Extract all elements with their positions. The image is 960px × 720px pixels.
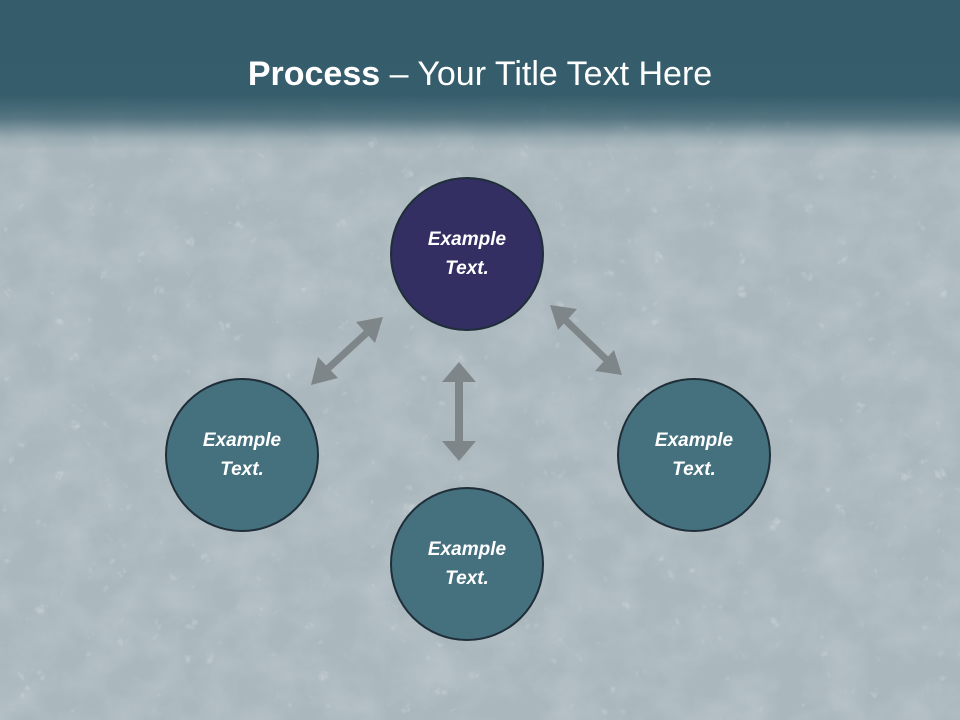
- arrow-top-bottom: [442, 362, 476, 461]
- process-node-bottom: Example Text.: [390, 487, 544, 641]
- node-left-line2: Text.: [220, 459, 264, 480]
- node-bottom-line2: Text.: [445, 568, 489, 589]
- node-right-line2: Text.: [672, 459, 716, 480]
- node-bottom-line1: Example: [427, 539, 507, 560]
- node-left-line1: Example: [202, 430, 282, 451]
- process-node-left: Example Text.: [165, 378, 319, 532]
- process-node-right: Example Text.: [617, 378, 771, 532]
- node-top-line2: Text.: [445, 258, 489, 279]
- arrow-top-right: [550, 305, 622, 375]
- slide-title: Process – Your Title Text Here: [0, 52, 960, 96]
- process-node-top: Example Text.: [390, 177, 544, 331]
- node-right-line1: Example: [654, 430, 734, 451]
- node-top-line1: Example: [427, 229, 507, 250]
- title-rest-part: – Your Title Text Here: [380, 55, 713, 93]
- title-bold-part: Process: [247, 55, 381, 93]
- title-band: [0, 0, 960, 150]
- arrow-top-left: [311, 317, 383, 385]
